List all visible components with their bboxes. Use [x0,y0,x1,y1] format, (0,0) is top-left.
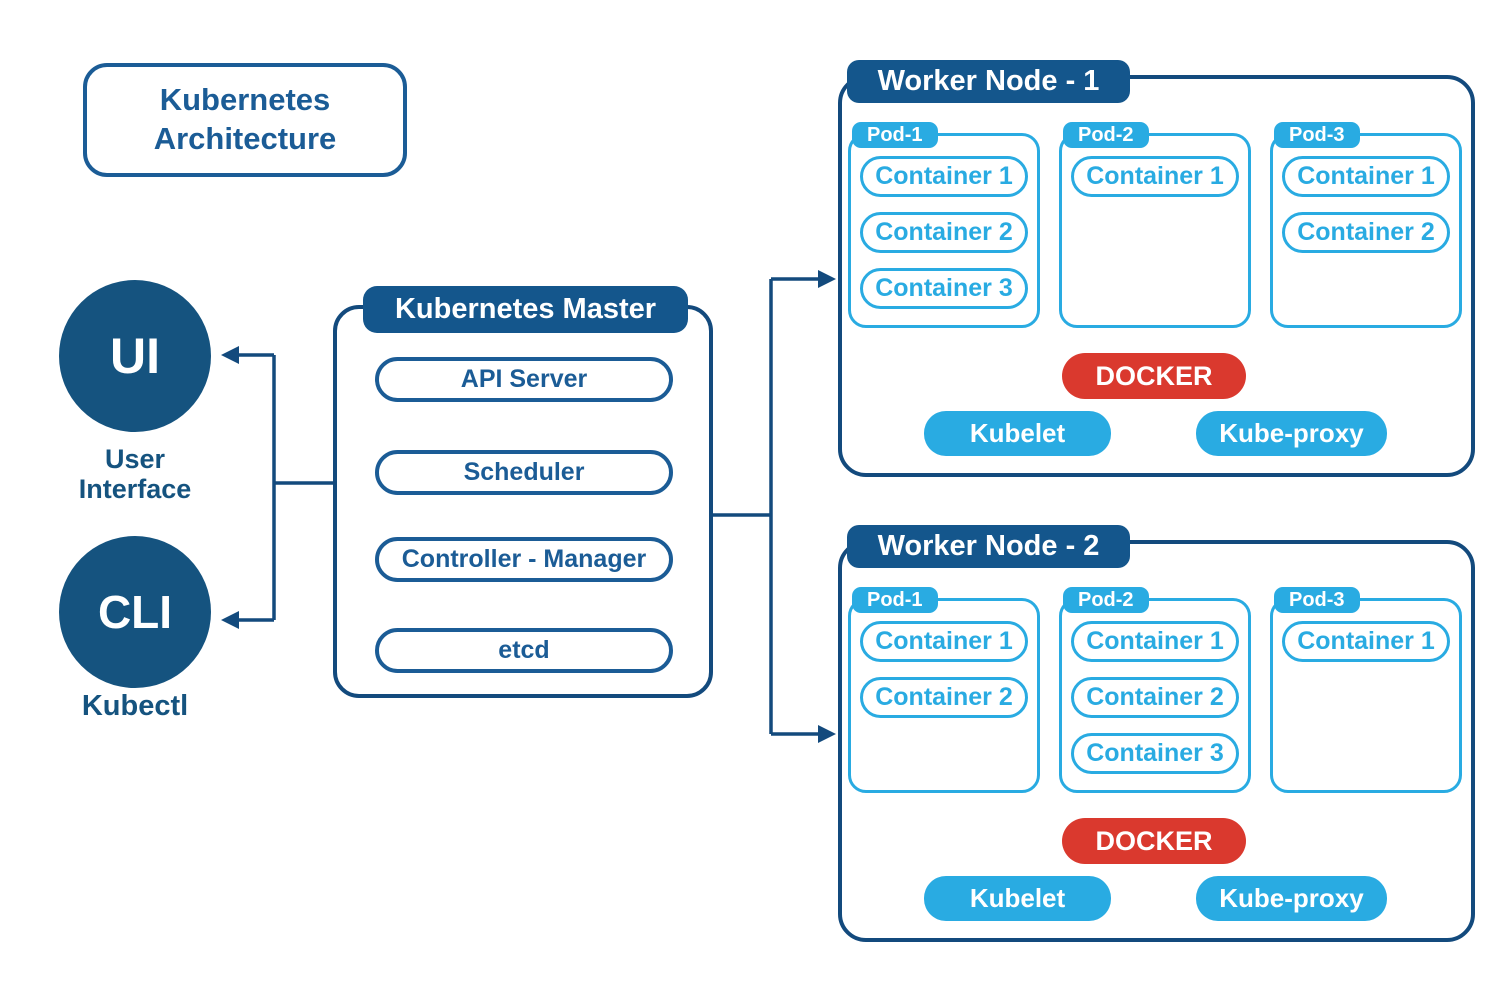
kubernetes-master-title: Kubernetes Master [394,293,657,325]
worker-node-1-title: Worker Node - 1 [877,65,1100,97]
worker-node-1-box: Worker Node - 1 Pod-1 Container 1 Contai… [838,60,1475,477]
container-pill: Container 2 [1282,212,1450,253]
cli-circle: CLI [59,536,211,688]
worker-2-pod-2: Pod-2 Container 1 Container 2 Container … [1059,587,1251,793]
container-pill: Container 1 [1282,156,1450,197]
worker-node-2-header: Worker Node - 2 [847,525,1130,568]
worker-2-pod-1: Pod-1 Container 1 Container 2 [848,587,1040,793]
container-pill: Container 3 [1071,733,1239,774]
worker-2-pod-3: Pod-3 Container 1 [1270,587,1462,793]
kubernetes-master-header: Kubernetes Master [363,286,688,333]
arrowhead-to-cli [221,611,239,629]
container-pill: Container 3 [860,268,1028,309]
worker-2-pod-2-tab: Pod-2 [1063,587,1149,613]
container-pill: Container 1 [860,156,1028,197]
worker-node-2-box: Worker Node - 2 Pod-1 Container 1 Contai… [838,525,1475,942]
worker-2-kube-proxy-pill: Kube-proxy [1196,876,1387,921]
worker-node-2-title: Worker Node - 2 [877,530,1100,562]
kubernetes-master-box: Kubernetes Master API Server Scheduler C… [333,286,713,698]
container-pill: Container 2 [860,677,1028,718]
worker-2-pod-1-tab: Pod-1 [852,587,938,613]
container-pill: Container 1 [860,621,1028,662]
arrowhead-to-worker-1 [818,270,836,288]
ui-caption: User Interface [78,444,192,505]
worker-1-pod-1: Pod-1 Container 1 Container 2 Container … [848,122,1040,328]
worker-node-1-header: Worker Node - 1 [847,60,1130,103]
worker-1-pod-1-tab: Pod-1 [852,122,938,148]
cli-circle-label: CLI [97,586,173,638]
container-pill: Container 2 [1071,677,1239,718]
worker-1-pod-3: Pod-3 Container 1 Container 2 [1270,122,1462,328]
arrowhead-to-ui [221,346,239,364]
worker-1-kubelet-pill: Kubelet [924,411,1111,456]
diagram-title: Kubernetes Architecture [83,63,407,177]
worker-1-kube-proxy-pill: Kube-proxy [1196,411,1387,456]
container-pill: Container 2 [860,212,1028,253]
ui-circle-label: UI [110,328,160,384]
worker-2-pod-3-tab: Pod-3 [1274,587,1360,613]
container-pill: Container 1 [1071,156,1239,197]
master-component-controller-manager: Controller - Manager [375,537,673,582]
worker-1-docker-pill: DOCKER [1062,353,1246,399]
worker-1-pod-3-tab: Pod-3 [1274,122,1360,148]
cli-caption: Kubectl [81,690,189,722]
worker-2-kubelet-pill: Kubelet [924,876,1111,921]
master-component-etcd: etcd [375,628,673,673]
worker-1-pod-2-tab: Pod-2 [1063,122,1149,148]
diagram-title-label: Kubernetes Architecture [153,82,337,156]
worker-1-pod-2: Pod-2 Container 1 [1059,122,1251,328]
ui-circle: UI [59,280,211,432]
worker-2-docker-pill: DOCKER [1062,818,1246,864]
container-pill: Container 1 [1071,621,1239,662]
container-pill: Container 1 [1282,621,1450,662]
master-component-api-server: API Server [375,357,673,402]
arrowhead-to-worker-2 [818,725,836,743]
master-component-scheduler: Scheduler [375,450,673,495]
